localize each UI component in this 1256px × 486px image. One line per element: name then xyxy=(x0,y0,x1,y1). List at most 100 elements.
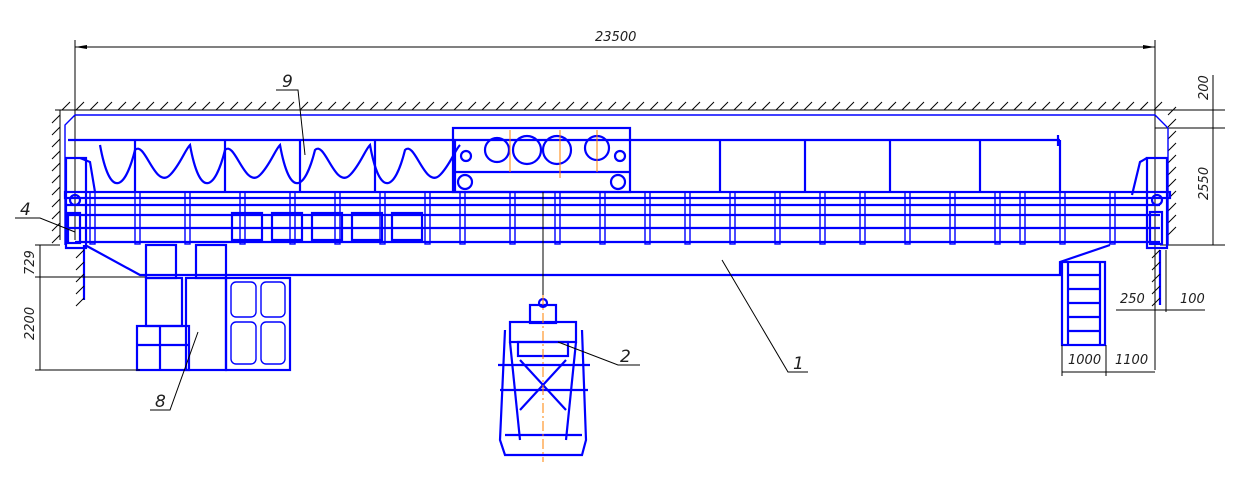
railing-post xyxy=(1019,191,1026,245)
hatch-mark xyxy=(1097,101,1107,111)
access-ladder xyxy=(1060,260,1107,347)
railing-post xyxy=(554,191,561,245)
hatch-mark xyxy=(663,101,673,111)
railing-post xyxy=(424,191,431,245)
railing-post xyxy=(904,191,911,245)
boxes xyxy=(230,211,424,242)
hatch-mark xyxy=(1151,297,1161,307)
hatch-mark xyxy=(51,222,61,232)
hatch-mark xyxy=(1167,118,1177,128)
hatch-mark xyxy=(1167,202,1177,212)
hatch-mark xyxy=(51,126,61,136)
railing-post xyxy=(599,191,606,245)
railing-post xyxy=(134,191,141,245)
dim-200: 200 xyxy=(1197,75,1212,100)
hatch-mark xyxy=(51,114,61,124)
hatch-mark xyxy=(551,101,561,111)
hatch-mark xyxy=(51,174,61,184)
hatch-mark xyxy=(789,101,799,111)
hatch-mark xyxy=(313,101,323,111)
hatch-mark xyxy=(1151,261,1161,271)
hatch-mark xyxy=(579,101,589,111)
hatch-mark xyxy=(1167,178,1177,188)
hatch-mark xyxy=(1111,101,1121,111)
dim-2200: 2200 xyxy=(23,307,38,340)
electrical-panel xyxy=(230,211,264,242)
side-dimensions: 729 2200 200 2550 250 100 1000 1100 xyxy=(23,75,1214,376)
railing-post xyxy=(644,191,651,245)
railing-post xyxy=(289,191,296,245)
hatch-mark xyxy=(271,101,281,111)
hatch-mark xyxy=(1069,101,1079,111)
railing-post xyxy=(379,191,386,245)
railing-post xyxy=(1059,191,1066,245)
dim-1000: 1000 xyxy=(1068,353,1101,368)
trolley xyxy=(451,126,632,300)
hatch-mark xyxy=(383,101,393,111)
railing-post xyxy=(334,191,341,245)
hatch-mark xyxy=(803,101,813,111)
bridge-girder xyxy=(63,114,1172,277)
hatch-mark xyxy=(733,101,743,111)
hatch-mark xyxy=(341,101,351,111)
hatch-mark xyxy=(355,101,365,111)
electrical-panel xyxy=(270,211,304,242)
callout-4: 4 xyxy=(20,200,31,220)
hatch-mark xyxy=(51,198,61,208)
hatch-mark xyxy=(75,285,85,295)
railing-post xyxy=(774,191,781,245)
hatch-mark xyxy=(677,101,687,111)
hatch-mark xyxy=(51,150,61,160)
hatch-mark xyxy=(943,101,953,111)
electrical-panel xyxy=(390,211,424,242)
railing-post xyxy=(684,191,691,245)
hatch-mark xyxy=(75,249,85,259)
railing-post xyxy=(89,191,96,245)
hatch-mark xyxy=(75,261,85,271)
hatch-mark xyxy=(1041,101,1051,111)
hatch-mark xyxy=(621,101,631,111)
hatch-mark xyxy=(75,273,85,283)
hatch-mark xyxy=(985,101,995,111)
hatch-mark xyxy=(831,101,841,111)
hatch-mark xyxy=(1167,130,1177,140)
railing-post xyxy=(509,191,516,245)
electrical-panel xyxy=(350,211,384,242)
railing-post xyxy=(184,191,191,245)
hatch-mark xyxy=(145,101,155,111)
hatch-mark xyxy=(1027,101,1037,111)
hatch-mark xyxy=(817,101,827,111)
hatch-mark xyxy=(1083,101,1093,111)
hatch-mark xyxy=(61,101,71,111)
callouts: 9 4 8 2 1 xyxy=(15,72,808,412)
hatch-mark xyxy=(565,101,575,111)
hatch-mark xyxy=(775,101,785,111)
hatch-mark xyxy=(1151,273,1161,283)
railing-post xyxy=(239,191,246,245)
hatch-mark xyxy=(1167,154,1177,164)
span-dimension-text: 23500 xyxy=(595,30,636,45)
span-dimension: 23500 xyxy=(74,30,1156,370)
hatch-mark xyxy=(229,101,239,111)
electrical-panel xyxy=(310,211,344,242)
hatch-mark xyxy=(453,101,463,111)
hatch-mark xyxy=(159,101,169,111)
hatch-mark xyxy=(439,101,449,111)
dim-2550: 2550 xyxy=(1197,167,1212,200)
hatch-mark xyxy=(215,101,225,111)
hatch-mark xyxy=(425,101,435,111)
dim-1100: 1100 xyxy=(1115,353,1148,368)
hatch-mark xyxy=(1151,285,1161,295)
hatch-mark xyxy=(1167,142,1177,152)
hatch-mark xyxy=(285,101,295,111)
hatch-mark xyxy=(845,101,855,111)
operator-cab xyxy=(135,243,292,372)
railing-post xyxy=(819,191,826,245)
callout-1: 1 xyxy=(793,354,804,374)
hatch-mark xyxy=(747,101,757,111)
hatch-mark xyxy=(957,101,967,111)
railing-post xyxy=(994,191,1001,245)
cable-festoon xyxy=(98,142,461,185)
